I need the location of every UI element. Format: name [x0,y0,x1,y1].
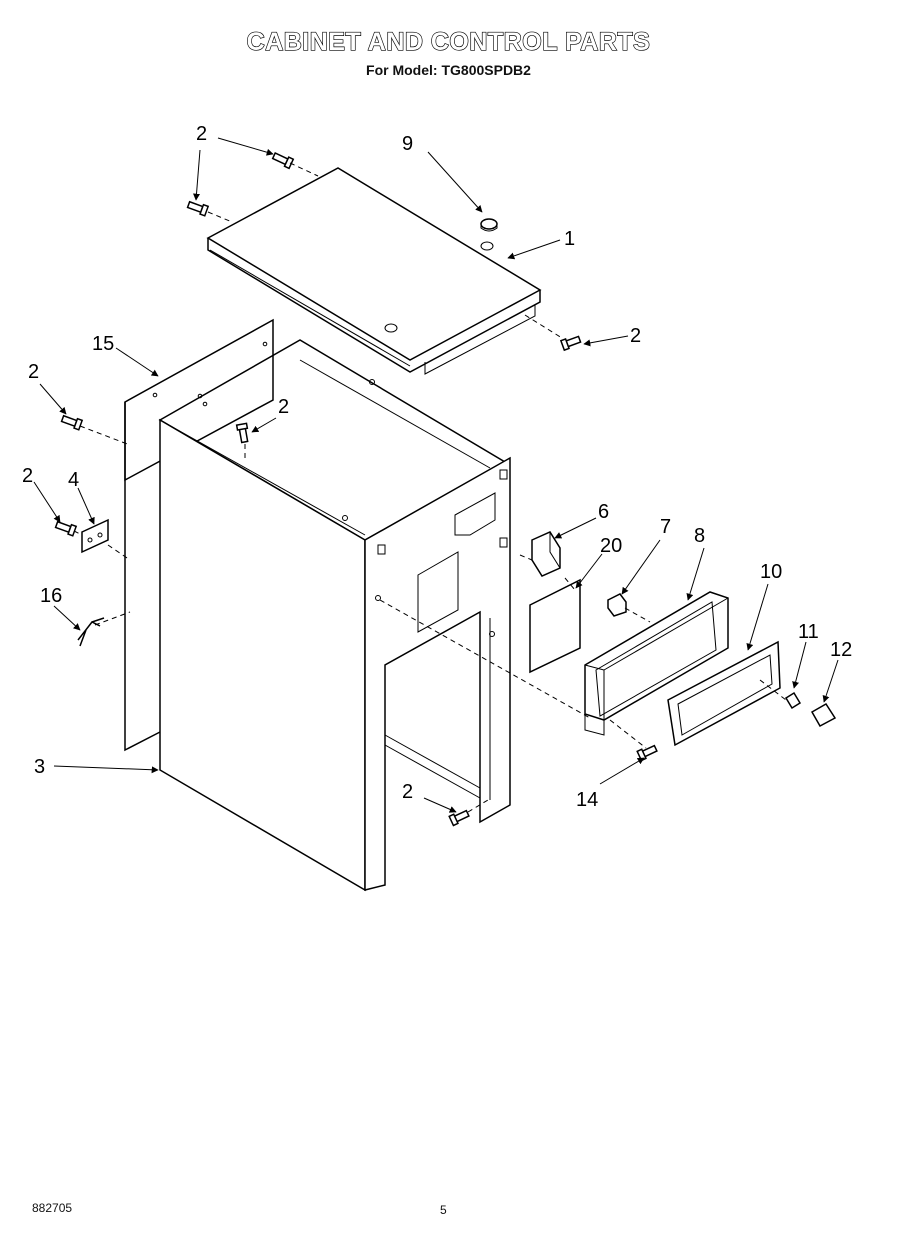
switch-part [531,531,561,577]
assembly-lines [73,162,787,813]
callout-2: 2 [28,361,39,383]
callout-9: 9 [402,133,413,155]
control-console-part [584,591,729,736]
knob-part [784,691,837,728]
trim-panel-part [667,640,781,747]
page-number: 5 [440,1203,447,1217]
callout-6: 6 [598,501,609,523]
page-title: CABINET AND CONTROL PARTS [246,27,651,56]
callout-3: 3 [34,756,45,778]
clip-7-part [607,593,627,617]
callout-labels: 1 2 2 2 2 2 2 2 3 4 6 7 8 9 10 11 12 14 … [22,123,852,811]
hole-plug-part [480,218,498,232]
bracket-part [81,518,109,554]
callout-1: 1 [564,228,575,250]
callout-10: 10 [760,561,782,583]
callout-12: 12 [830,639,852,661]
callout-14: 14 [576,789,598,811]
document-code: 882705 [32,1201,73,1215]
callout-20: 20 [600,535,622,557]
callout-15: 15 [92,333,114,355]
callout-4: 4 [68,469,79,491]
callout-2: 2 [402,781,413,803]
callout-2: 2 [630,325,641,347]
cabinet-part [124,318,511,892]
callout-leaders [33,137,839,813]
callout-2: 2 [278,396,289,418]
callout-8: 8 [694,525,705,547]
top-panel-part [206,167,542,375]
cover-plate-part [529,578,581,674]
callout-2: 2 [196,123,207,145]
callout-16: 16 [40,585,62,607]
screws [54,152,658,827]
clip-part [77,617,105,647]
callout-7: 7 [660,516,671,538]
model-subtitle: For Model: TG800SPDB2 [366,62,531,78]
callout-2: 2 [22,465,33,487]
callout-11: 11 [798,621,819,643]
